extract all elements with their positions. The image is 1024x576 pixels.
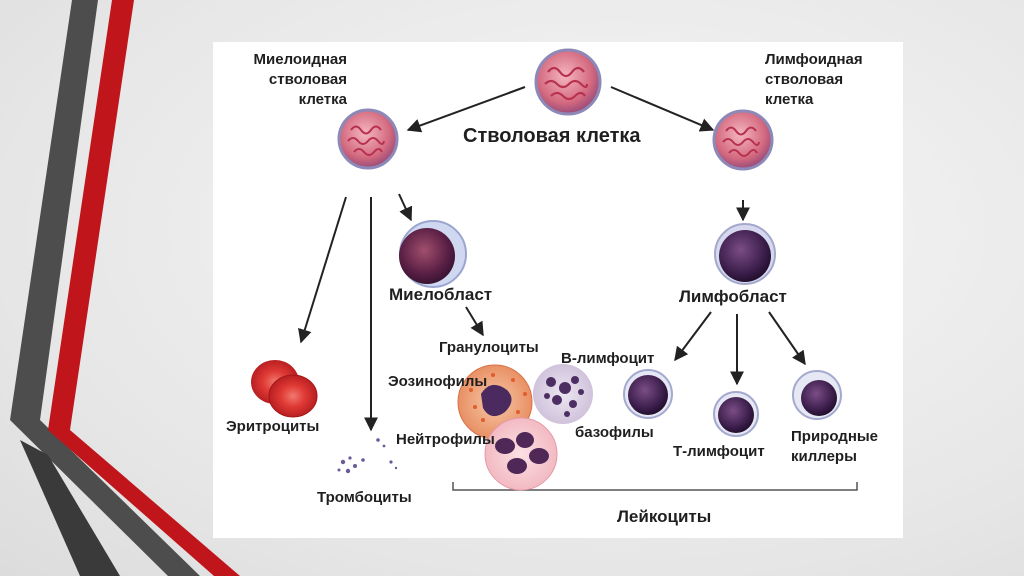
label-erythrocytes: Эритроциты [226,418,320,435]
myeloid-stem-cell-icon [337,108,399,170]
label-t-lymphocyte: Т-лимфоцит [673,443,765,460]
red-stripe [48,0,240,576]
arrow-lymphoblast-to-nk [768,311,806,366]
stem-cell-icon [534,48,602,116]
arrow-myeloblast-to-granulocytes [465,306,484,337]
label-leukocytes: Лейкоциты [617,507,712,526]
label-stem-cell: Стволовая клетка [463,125,641,147]
t-lymphocyte-icon [713,391,759,437]
arrow-myeloid-to-erythrocytes [298,196,347,344]
b-lymphocyte-icon [623,369,673,419]
leukocytes-bracket [452,482,858,491]
label-lymphoid-stem: Лимфоидная стволовая клетка [765,51,863,108]
dark-bottom-stripe [20,440,120,576]
label-thrombocytes: Тромбоциты [317,489,412,506]
arrows [298,86,806,432]
lymphoblast-icon [714,223,776,285]
label-myeloblast: Миелобласт [389,285,493,304]
label-eosinophils: Эозинофилы [388,373,488,390]
lymphoid-stem-cell-icon [712,109,774,171]
arrow-lymphoblast-to-b [674,311,712,362]
diagram-panel: Миелоидная стволовая клетка Лимфоидная с… [213,42,903,538]
basophil-icon [533,364,593,424]
arrow-stem-to-lymphoid [610,86,715,132]
natural-killer-icon [792,370,842,420]
arrow-myeloid-to-myeloblast [398,193,413,222]
label-natural-killers: Природные киллеры [791,428,879,465]
label-basophils: базофилы [575,424,654,441]
thrombocytes-icon [337,438,398,474]
myeloblast-icon [399,220,467,288]
erythrocytes-icon [251,360,318,418]
label-granulocytes: Гранулоциты [439,339,539,356]
label-b-lymphocyte: В-лимфоцит [561,350,655,367]
gray-stripe [10,0,200,576]
label-neutrophils: Нейтрофилы [396,431,495,448]
label-lymphoblast: Лимфобласт [679,287,787,306]
arrow-stem-to-myeloid [406,86,526,133]
label-myeloid-stem: Миелоидная стволовая клетка [253,51,347,108]
hematopoiesis-diagram [251,48,858,491]
neutrophil-icon [484,417,558,491]
